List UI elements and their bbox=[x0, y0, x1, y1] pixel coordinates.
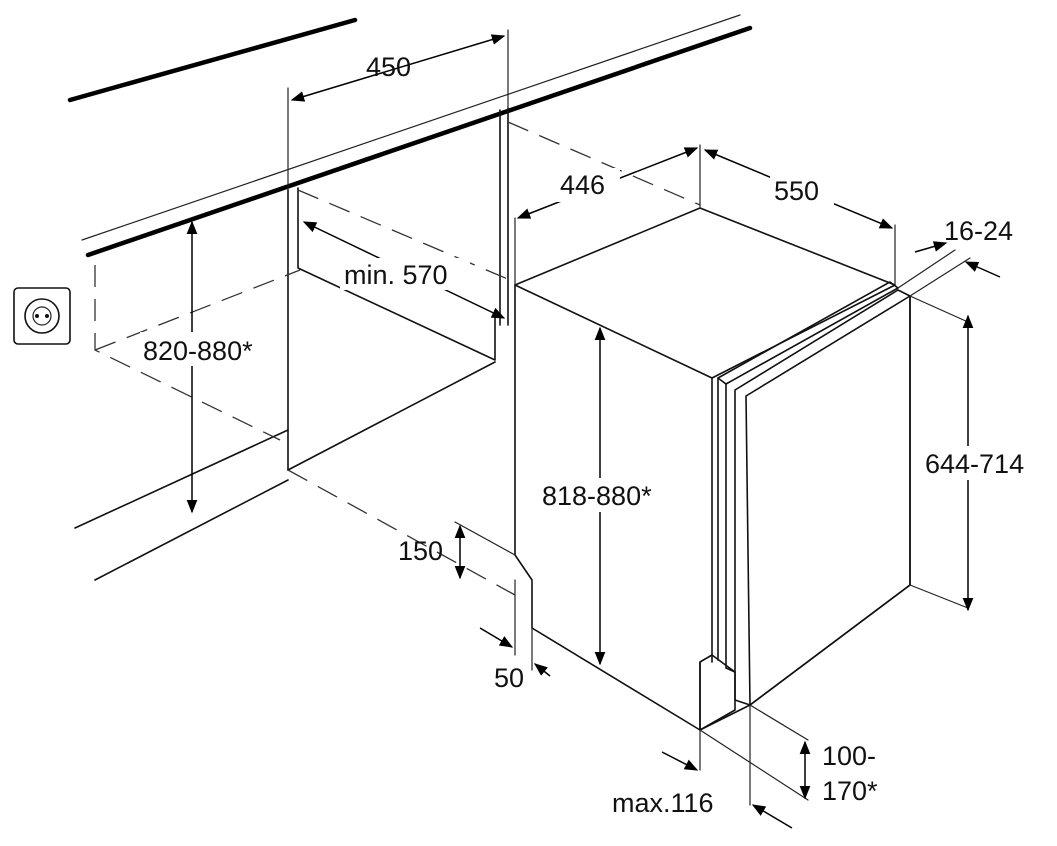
dim-appliance-depth bbox=[703, 149, 896, 286]
label-niche-depth-min: min. 570 bbox=[344, 260, 448, 290]
plinth bbox=[699, 654, 736, 731]
label-door-thickness: 16-24 bbox=[944, 216, 1013, 246]
label-appliance-depth: 550 bbox=[774, 176, 819, 206]
worktop-front-edge bbox=[85, 25, 753, 258]
hidden-edge-floor bbox=[287, 469, 516, 596]
label-toe-recess-height: 150 bbox=[398, 536, 443, 566]
door-strip-2 bbox=[725, 383, 736, 673]
dim-appliance-width bbox=[514, 144, 701, 286]
dim-door-thickness bbox=[897, 241, 1001, 297]
label-door-panel-height: 644-714 bbox=[925, 449, 1024, 479]
label-appliance-height: 818-880* bbox=[542, 481, 652, 511]
dim-niche-depth bbox=[287, 29, 509, 191]
power-socket-icon bbox=[13, 287, 71, 345]
decor-panel bbox=[745, 295, 911, 706]
dim-toe-recess-height bbox=[454, 521, 516, 580]
plinth-bottom bbox=[699, 704, 751, 731]
dim-plinth-height bbox=[699, 704, 811, 801]
hidden-edge-left-2 bbox=[94, 269, 301, 351]
worktop-top-edge bbox=[81, 14, 741, 241]
floor-left-front bbox=[74, 429, 289, 529]
niche-floor-back bbox=[287, 361, 496, 471]
floor-left-front-2 bbox=[94, 479, 289, 581]
worktop-back-edge bbox=[67, 17, 358, 103]
dim-toe-recess-depth bbox=[479, 579, 551, 677]
label-niche-depth: 450 bbox=[366, 52, 411, 82]
label-plinth-height-line1: 100- bbox=[822, 741, 876, 771]
label-plinth-height-line2: 170* bbox=[822, 776, 878, 806]
label-appliance-width: 446 bbox=[560, 170, 605, 200]
label-niche-height: 820-880* bbox=[143, 336, 253, 366]
label-toe-recess-depth: 50 bbox=[494, 663, 524, 693]
appliance-top bbox=[514, 207, 896, 379]
dishwasher bbox=[514, 207, 911, 731]
dim-plinth-gap bbox=[661, 704, 793, 829]
label-plinth-gap: max.116 bbox=[612, 788, 714, 818]
